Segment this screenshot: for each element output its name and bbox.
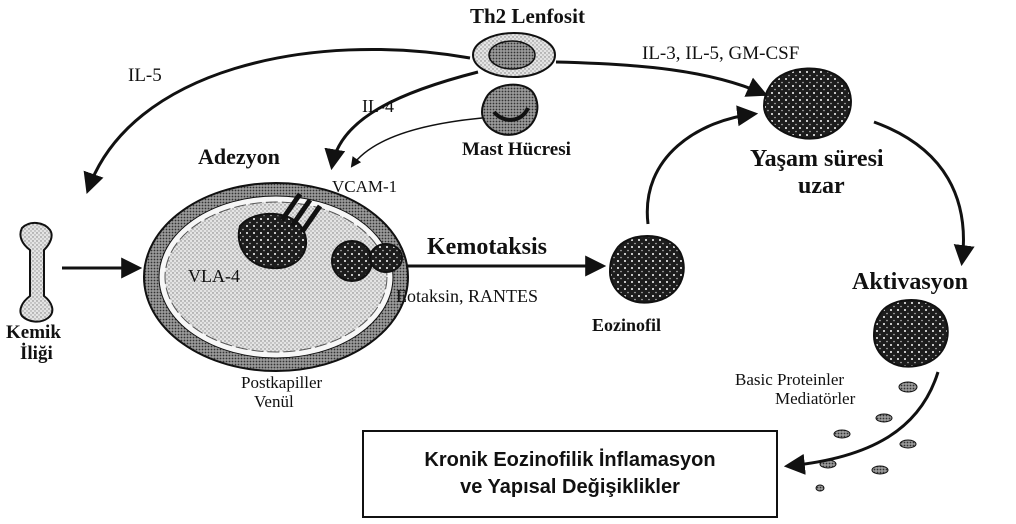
bone-marrow-label-line2: İliği (20, 344, 53, 363)
mast-cell-label: Mast Hücresi (462, 140, 571, 159)
vcam1-label: VCAM-1 (332, 178, 397, 195)
survival-cytokines-label: IL-3, IL-5, GM-CSF (642, 44, 799, 63)
eosinophil-cell (610, 236, 684, 303)
il4-label: IL-4 (362, 97, 394, 115)
mediators-label-line2: Mediatörler (775, 390, 855, 407)
activated-eosinophil (874, 300, 948, 367)
th2-lymphocyte-label: Th2 Lenfosit (470, 6, 585, 27)
surviving-eosinophil (764, 68, 851, 138)
bone-marrow-label-line1: Kemik (6, 323, 61, 342)
venule-label-line1: Postkapiller (241, 374, 322, 391)
arrow-th2-to-survival (556, 62, 764, 94)
survival-label-line1: Yaşam süresi (750, 147, 884, 171)
arrow-th2-to-vcam-il4 (332, 72, 478, 166)
arrow-eosinophil-to-survival (647, 114, 754, 224)
bone-icon (20, 223, 52, 322)
venule-label-line2: Venül (254, 393, 294, 410)
outcome-box: Kronik Eozinofilik İnflamasyon ve Yapısa… (362, 430, 778, 518)
chemokines-label: Eotaksin, RANTES (396, 287, 538, 305)
postcapillary-venule (144, 183, 408, 371)
vla4-label: VLA-4 (188, 267, 240, 285)
outcome-line1: Kronik Eozinofilik İnflamasyon (424, 447, 715, 474)
outcome-line2: ve Yapısal Değişiklikler (460, 474, 680, 501)
mediators-label-line1: Basic Proteinler (735, 371, 844, 388)
eosinophil-label: Eozinofil (592, 316, 661, 334)
il5-label: IL-5 (128, 66, 162, 85)
adhesion-label: Adezyon (198, 146, 280, 168)
arrow-survival-to-activation (874, 122, 963, 262)
mast-cell (482, 85, 537, 135)
survival-label-line2: uzar (798, 174, 845, 198)
chemotaxis-label: Kemotaksis (427, 235, 547, 259)
activation-label: Aktivasyon (852, 270, 968, 294)
th2-lymphocyte-cell (473, 33, 555, 77)
